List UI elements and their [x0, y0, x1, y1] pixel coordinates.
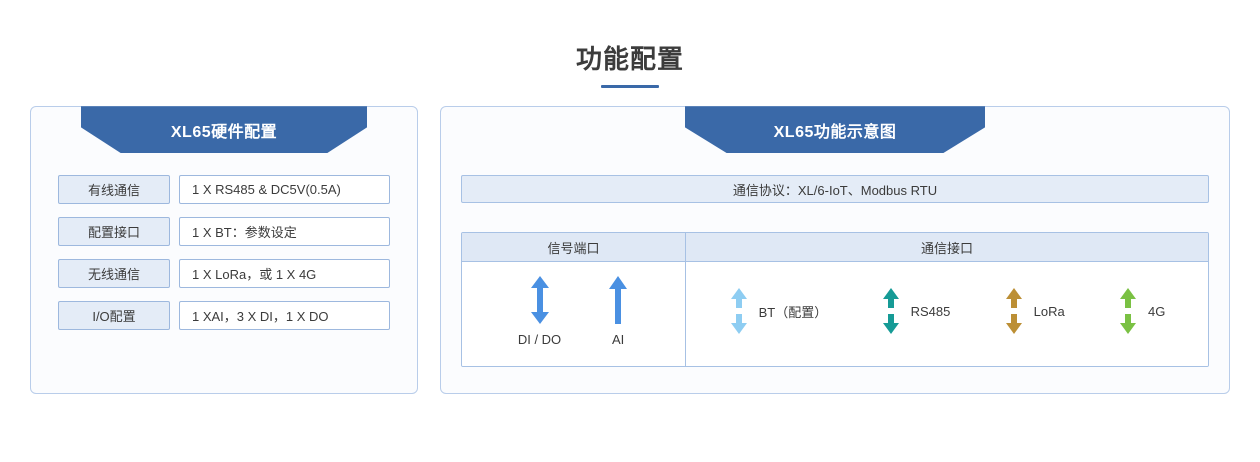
signal-port-ai: AI [607, 276, 629, 347]
row-value: 1 XAI，3 X DI，1 X DO [179, 301, 390, 331]
row-label: 配置接口 [58, 217, 170, 247]
table-row: 配置接口 1 X BT：参数设定 [58, 217, 390, 247]
row-value: 1 X RS485 & DC5V(0.5A) [179, 175, 390, 205]
function-diagram-banner: XL65功能示意图 [685, 106, 985, 154]
hardware-config-panel: XL65硬件配置 有线通信 1 X RS485 & DC5V(0.5A) 配置接… [30, 106, 418, 395]
ports-table-header: 信号端口 通信接口 [462, 233, 1208, 263]
split-double-arrow-icon [881, 288, 901, 335]
function-diagram-panel: XL65功能示意图 通信协议：XL/6-IoT、Modbus RTU 信号端口 … [440, 106, 1230, 395]
comm-port-4g: 4G [1118, 288, 1166, 335]
hardware-config-banner: XL65硬件配置 [81, 106, 367, 154]
signal-ports-cell: DI / DO AI [462, 262, 686, 367]
row-value: 1 X BT：参数设定 [179, 217, 390, 247]
page-title-section: 功能配置 [0, 0, 1260, 89]
column-header-comm-ports: 通信接口 [920, 240, 973, 256]
signal-port-di-do: DI / DO [518, 276, 561, 347]
comm-port-label: 4G [1147, 303, 1166, 319]
up-arrow-icon [607, 276, 629, 325]
protocol-bar: 通信协议：XL/6-IoT、Modbus RTU [461, 175, 1209, 204]
table-row: I/O配置 1 XAI，3 X DI，1 X DO [58, 301, 390, 331]
comm-port-label: BT（配置） [758, 304, 828, 320]
comm-port-rs485: RS485 [881, 288, 951, 335]
comm-port-lora: LoRa [1004, 288, 1065, 335]
double-arrow-icon [529, 276, 551, 325]
row-label: 有线通信 [58, 175, 170, 205]
panels-container: XL65硬件配置 有线通信 1 X RS485 & DC5V(0.5A) 配置接… [0, 106, 1260, 395]
signal-port-label: DI / DO [517, 332, 562, 348]
split-double-arrow-icon [1118, 288, 1138, 335]
ports-table-body: DI / DO AI [462, 262, 1208, 367]
comm-port-bt: BT（配置） [729, 288, 828, 335]
title-underline-rule [601, 85, 659, 89]
split-double-arrow-icon [729, 288, 749, 335]
row-label: 无线通信 [58, 259, 170, 289]
table-row: 无线通信 1 X LoRa，或 1 X 4G [58, 259, 390, 289]
signal-port-label: AI [612, 332, 625, 348]
row-value: 1 X LoRa，或 1 X 4G [179, 259, 390, 289]
page-title: 功能配置 [575, 44, 684, 74]
comm-port-label: LoRa [1033, 303, 1065, 319]
comm-port-label: RS485 [910, 303, 951, 319]
row-label: I/O配置 [58, 301, 170, 331]
hardware-config-rows: 有线通信 1 X RS485 & DC5V(0.5A) 配置接口 1 X BT：… [58, 175, 390, 331]
ports-table: 信号端口 通信接口 DI / DO [461, 232, 1209, 368]
table-row: 有线通信 1 X RS485 & DC5V(0.5A) [58, 175, 390, 205]
comm-ports-cell: BT（配置） RS485 [686, 262, 1208, 366]
split-double-arrow-icon [1004, 288, 1024, 335]
column-header-signal-ports: 信号端口 [462, 233, 686, 262]
